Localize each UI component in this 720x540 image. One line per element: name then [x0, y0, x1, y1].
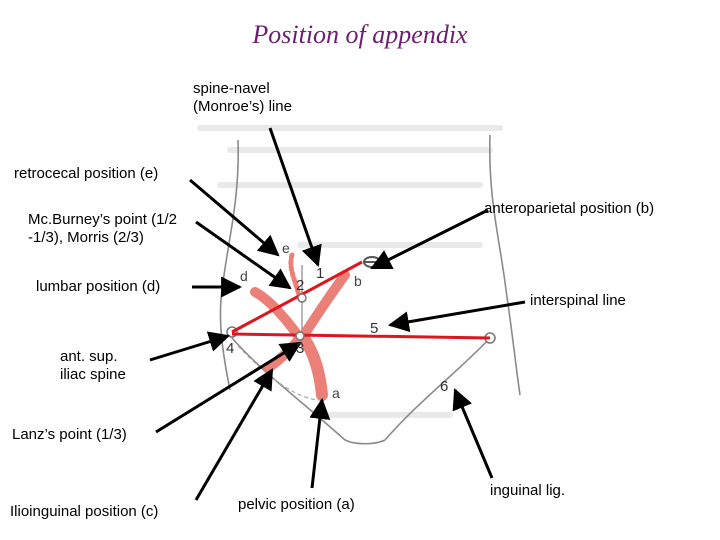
- figure-number-6: 6: [440, 378, 449, 395]
- label-pelvic: pelvic position (a): [238, 496, 355, 513]
- arrow-pelvic: [309, 397, 331, 489]
- label-mcburney-line2: -1/3), Morris (2/3): [28, 229, 144, 246]
- point-circle-3: [295, 331, 305, 341]
- label-anteroparietal: anteroparietal position (b): [484, 200, 655, 217]
- appendix-pelvic: [299, 334, 328, 401]
- arrow-interspinal: [387, 300, 526, 333]
- label-asis: ant. sup. iliac spine: [60, 348, 126, 384]
- label-asis-line1: ant. sup.: [60, 348, 118, 365]
- label-ilioinguinal: Ilioinguinal position (c): [10, 503, 159, 520]
- spine-navel-red-line: [231, 260, 363, 334]
- figure-letter-d: d: [240, 268, 248, 284]
- appendix-anteroparietal: [297, 270, 350, 343]
- figure-letter-a: a: [332, 385, 340, 401]
- label-spine-navel-line1: spine-navel: [193, 80, 270, 97]
- figure-letter-b: b: [354, 273, 362, 289]
- label-lumbar: lumbar position (d): [36, 278, 161, 295]
- arrow-spine-navel: [268, 127, 322, 267]
- figure-number-2: 2: [296, 277, 305, 294]
- point-circle-2: [297, 293, 307, 303]
- arrow-mcburney: [195, 220, 292, 290]
- abdomen-outline: [219, 134, 521, 445]
- label-spine-navel: spine-navel (Monroe’s) line: [193, 80, 292, 116]
- figure-letter-e: e: [282, 240, 290, 256]
- label-retrocecal: retrocecal position (e): [14, 165, 159, 182]
- label-mcburney: Mc.Burney’s point (1/2 -1/3), Morris (2/…: [28, 211, 177, 247]
- label-spine-navel-line2: (Monroe’s) line: [193, 98, 292, 115]
- appendix-positions: [250, 252, 350, 401]
- figure-number-5: 5: [370, 320, 379, 337]
- arrow-anteroparietal: [370, 208, 489, 270]
- arrow-retrocecal: [189, 178, 280, 257]
- arrow-ilioinguinal: [194, 368, 274, 501]
- arrow-inguinal: [452, 388, 494, 479]
- figure-number-3: 3: [296, 340, 305, 357]
- label-lanz: Lanz’s point (1/3): [12, 426, 127, 443]
- page-title: Position of appendix: [252, 20, 468, 49]
- label-mcburney-line1: Mc.Burney’s point (1/2: [28, 211, 177, 228]
- figure-number-4: 4: [226, 340, 235, 357]
- label-asis-line2: iliac spine: [60, 366, 126, 383]
- label-interspinal: interspinal line: [530, 292, 626, 309]
- figure-number-1: 1: [316, 265, 325, 282]
- background-sketch-text: [197, 125, 503, 418]
- pointer-arrows: [149, 127, 526, 501]
- interspinal-red-line: [231, 332, 491, 340]
- arrow-lanz: [155, 341, 302, 434]
- label-inguinal: inguinal lig.: [490, 482, 566, 499]
- appendix-lumbar: [250, 287, 305, 343]
- arrow-asis: [149, 331, 231, 362]
